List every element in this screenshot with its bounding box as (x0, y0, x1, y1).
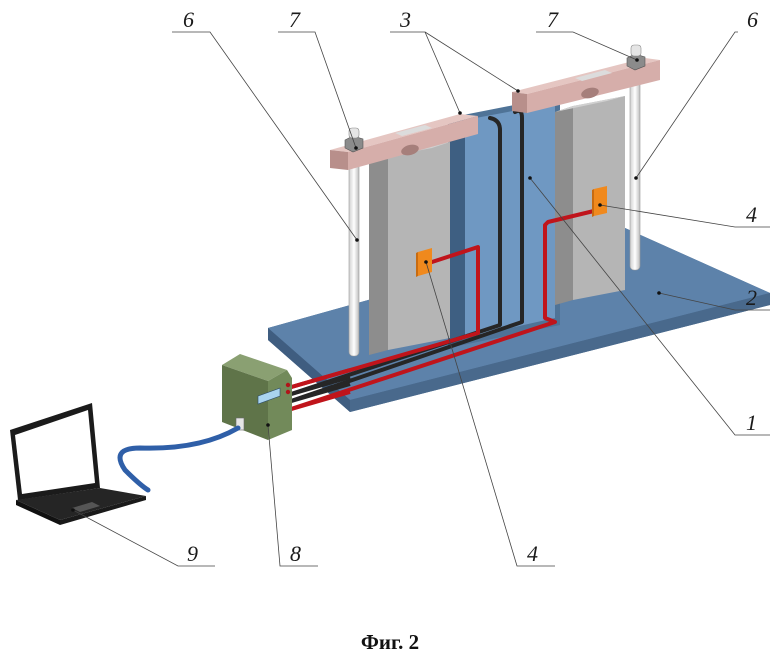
callout-3: 3 (399, 7, 411, 32)
post-left (349, 162, 359, 356)
callout-6-right: 6 (747, 7, 758, 32)
laptop (10, 403, 146, 525)
callout-7-right: 7 (547, 7, 559, 32)
callout-6-left: 6 (183, 7, 194, 32)
callout-1: 1 (746, 410, 757, 435)
callout-9: 9 (187, 541, 198, 566)
figure-caption: Фиг. 2 (0, 630, 780, 655)
nut-right (627, 45, 645, 70)
callout-4-right: 4 (746, 202, 757, 227)
callout-2: 2 (746, 285, 757, 310)
usb-cable (120, 428, 238, 490)
daq-unit (222, 354, 292, 440)
callout-4-bottom: 4 (527, 541, 538, 566)
callout-7-left: 7 (289, 7, 301, 32)
nut-left (345, 128, 363, 152)
concrete-block-right (555, 96, 625, 305)
concrete-block-left (369, 142, 450, 355)
sensor-right (592, 186, 607, 217)
callout-8: 8 (290, 541, 301, 566)
